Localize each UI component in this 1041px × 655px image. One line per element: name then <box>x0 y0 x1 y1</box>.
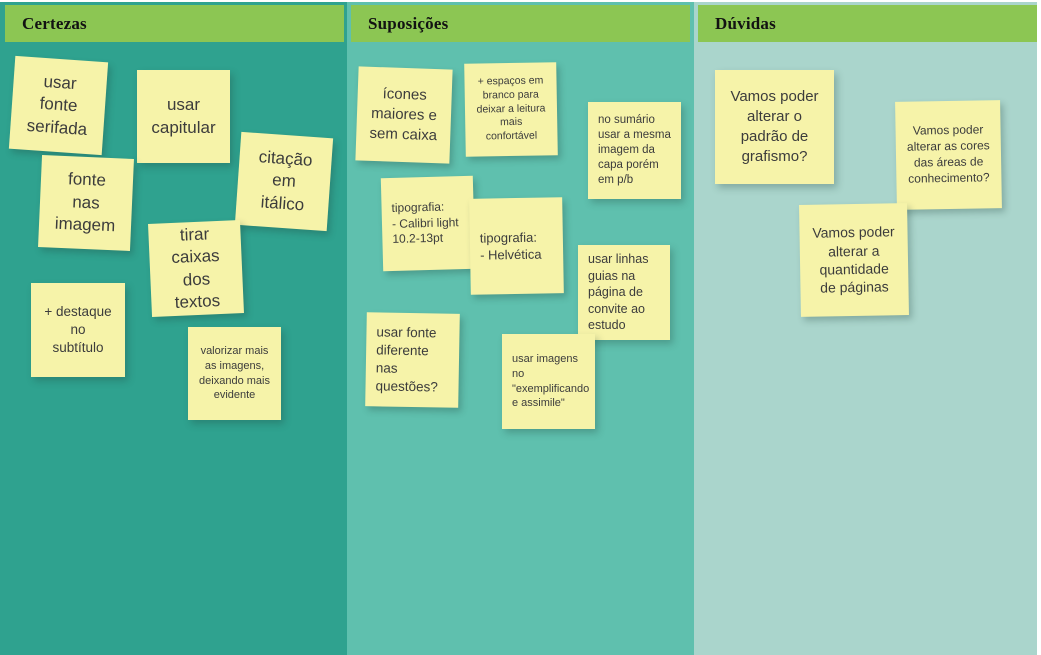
column-header-duvidas: Dúvidas <box>698 5 1037 42</box>
sticky-note-text: + destaque no subtítulo <box>44 304 112 355</box>
sticky-note[interactable]: usar capitular <box>137 70 230 163</box>
sticky-note-text: Vamos poder alterar o padrão de grafismo… <box>730 88 819 165</box>
sticky-note-text: ícones maiores e sem caixa <box>369 85 438 145</box>
sticky-note[interactable]: ícones maiores e sem caixa <box>355 66 453 164</box>
column-header-suposicoes: Suposições <box>351 5 690 42</box>
sticky-note[interactable]: usar fonte serifada <box>8 55 109 156</box>
sticky-note-text: usar fonte diferente nas questões? <box>375 324 438 395</box>
sticky-note-text: usar imagens no "exemplificando e assimi… <box>512 353 590 410</box>
sticky-note-text: tipografia: - Calibri light 10.2-13pt <box>391 199 459 247</box>
column-title: Suposições <box>368 13 449 33</box>
sticky-note[interactable]: tipografia: - Helvética <box>469 197 564 295</box>
sticky-note[interactable]: tirar caixas dos textos <box>148 220 244 317</box>
sticky-note-text: fonte nas imagem <box>54 169 116 236</box>
sticky-note[interactable]: Vamos poder alterar as cores das áreas d… <box>895 100 1002 210</box>
sticky-note[interactable]: tipografia: - Calibri light 10.2-13pt <box>380 175 476 272</box>
sticky-note-text: usar capitular <box>151 95 216 137</box>
sticky-note-text: Vamos poder alterar a quantidade de pági… <box>812 223 895 297</box>
sticky-note[interactable]: + espaços em branco para deixar a leitur… <box>464 62 558 157</box>
sticky-note-text: Vamos poder alterar as cores das áreas d… <box>906 122 990 186</box>
sticky-note[interactable]: Vamos poder alterar a quantidade de pági… <box>799 203 909 317</box>
sticky-note[interactable]: usar imagens no "exemplificando e assimi… <box>502 334 595 429</box>
sticky-note-text: tipografia: - Helvética <box>479 229 542 263</box>
column-header-certezas: Certezas <box>5 5 344 42</box>
sticky-note[interactable]: Vamos poder alterar o padrão de grafismo… <box>715 70 834 184</box>
sticky-note-text: no sumário usar a mesma imagem da capa p… <box>598 113 671 187</box>
sticky-note[interactable]: + destaque no subtítulo <box>31 283 125 377</box>
sticky-note-text: usar fonte serifada <box>26 71 88 139</box>
sticky-note-text: citação em itálico <box>258 147 314 215</box>
sticky-note-text: + espaços em branco para deixar a leitur… <box>476 74 546 143</box>
sticky-note[interactable]: usar fonte diferente nas questões? <box>365 312 460 408</box>
sticky-note[interactable]: usar linhas guias na página de convite a… <box>578 245 670 340</box>
column-title: Dúvidas <box>715 13 776 33</box>
sticky-note-text: usar linhas guias na página de convite a… <box>588 252 649 333</box>
sticky-note[interactable]: valorizar mais as imagens, deixando mais… <box>188 327 281 420</box>
column-title: Certezas <box>22 13 87 33</box>
sticky-note[interactable]: no sumário usar a mesma imagem da capa p… <box>588 102 681 199</box>
sticky-note-text: tirar caixas dos textos <box>170 224 221 312</box>
sticky-note-text: valorizar mais as imagens, deixando mais… <box>199 345 270 402</box>
sticky-note[interactable]: citação em itálico <box>234 131 334 232</box>
sticky-note[interactable]: fonte nas imagem <box>38 155 134 251</box>
